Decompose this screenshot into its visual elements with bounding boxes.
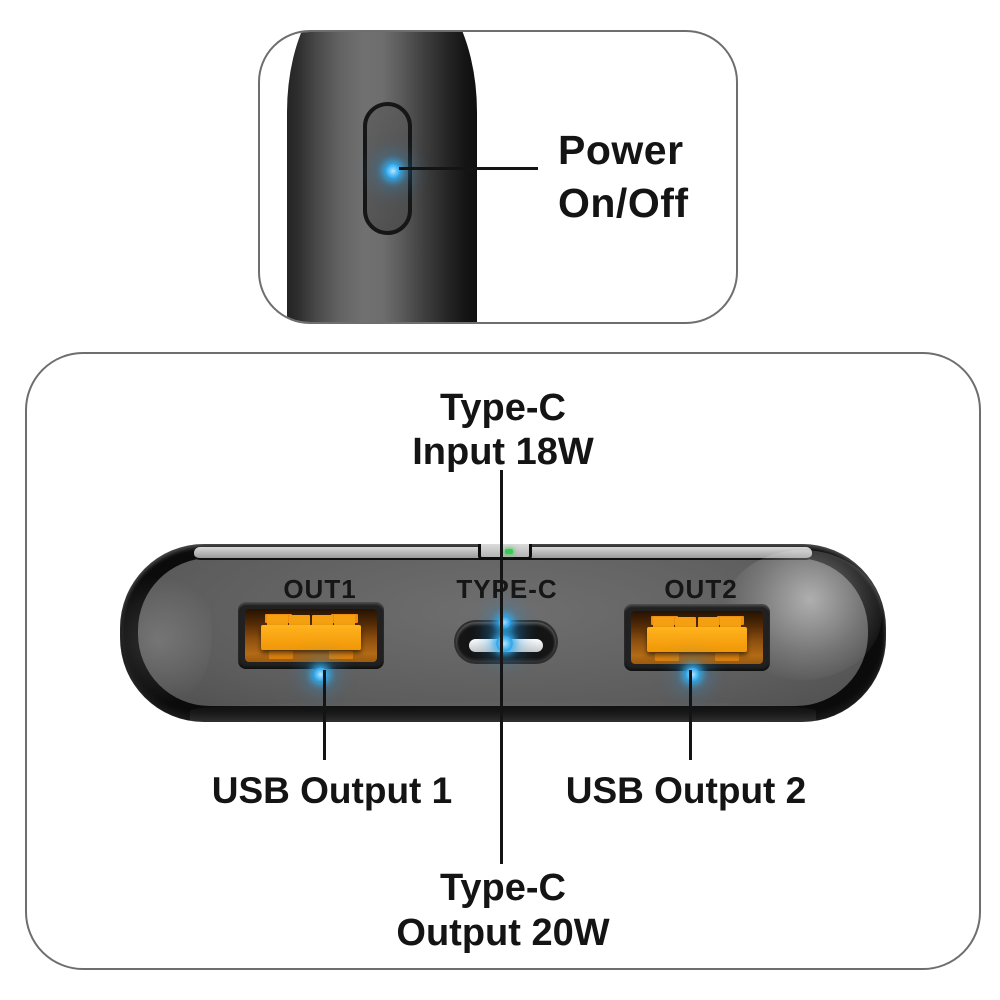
out1-printed-label: OUT1 [283, 574, 357, 604]
usb-connector-tongue [261, 625, 361, 650]
out2-printed-label: OUT2 [664, 574, 738, 604]
green-charge-indicator-icon [505, 549, 513, 554]
usb-connector-teeth [267, 615, 355, 625]
gloss-highlight-bottom [190, 700, 816, 722]
power-callout-line [399, 167, 538, 170]
usb-a-port-2-cavity [631, 611, 763, 664]
usb2-led-indicator-icon [685, 667, 700, 682]
power-onoff-label: Power On/Off [558, 124, 689, 230]
usb-contact-tab [269, 651, 293, 659]
power-bank-side-view-clip [260, 32, 736, 322]
gloss-highlight-left [122, 558, 212, 708]
usb-contact-tab [329, 651, 353, 659]
power-led-indicator-icon [385, 163, 401, 179]
power-label-line2: On/Off [558, 180, 689, 226]
usb1-callout-line [323, 670, 326, 760]
usb-a-port-1 [238, 602, 384, 669]
typec-input-line2: Input 18W [412, 431, 594, 473]
typec-input-label: Type-C Input 18W [27, 386, 979, 474]
power-label-line1: Power [558, 127, 684, 173]
usb-a-port-1-cavity [245, 609, 377, 662]
typec-output-line2: Output 20W [396, 912, 610, 954]
usb2-callout-line [689, 670, 692, 760]
usb-connector-teeth [653, 617, 741, 627]
typec-output-label: Type-C Output 20W [27, 866, 979, 956]
usb-a-port-2 [624, 604, 770, 671]
usb-output-1-label: USB Output 1 [211, 770, 453, 811]
typec-callout-line [500, 470, 503, 864]
power-button-callout-panel [258, 30, 738, 324]
usb-contact-tab [715, 653, 739, 661]
typec-input-line1: Type-C [440, 387, 566, 429]
usb-output-2-label: USB Output 2 [565, 770, 807, 811]
typec-printed-label: TYPE-C [456, 574, 558, 604]
power-bank-front-view: OUT1 TYPE-C OUT2 [120, 544, 886, 722]
usb-connector-tongue [647, 627, 747, 652]
ports-callout-panel: Type-C Input 18W OUT1 TYPE-C OUT2 [25, 352, 981, 970]
typec-led-indicator-icon [496, 635, 513, 652]
typec-output-line1: Type-C [440, 867, 566, 909]
usb-contact-tab [655, 653, 679, 661]
